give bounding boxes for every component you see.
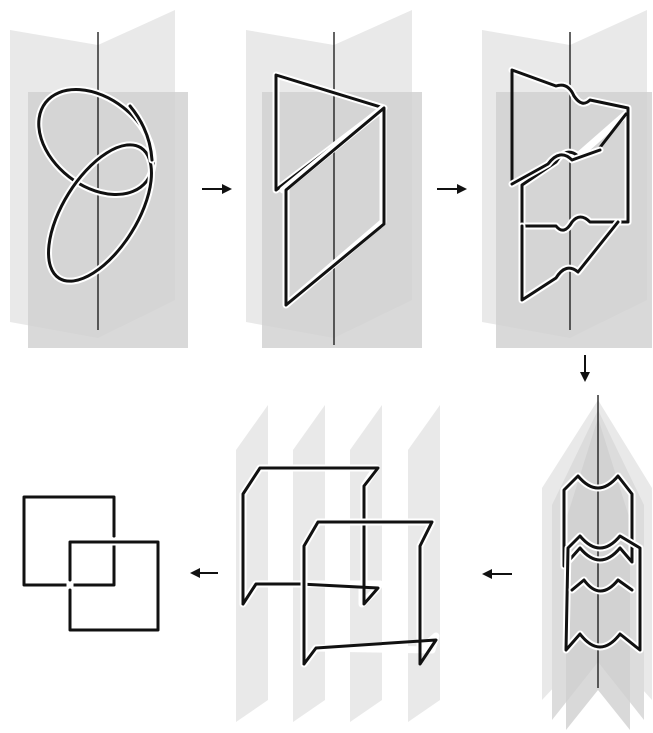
page-4 (408, 405, 440, 722)
arrow-right-1 (202, 184, 232, 194)
arrow-down-3 (580, 355, 590, 382)
panel-polygonal-link (246, 10, 422, 348)
panel-hopf-link-on-axis (10, 10, 188, 348)
page-2 (293, 405, 325, 722)
panel-link-on-pages (236, 405, 440, 722)
arrow-right-2 (437, 184, 467, 194)
panel-square-link (24, 497, 158, 630)
arrow-left-5 (190, 568, 218, 578)
panel-link-with-bumps (482, 10, 652, 348)
panel-open-book-folded (542, 395, 652, 730)
arrow-left-4 (482, 569, 512, 579)
